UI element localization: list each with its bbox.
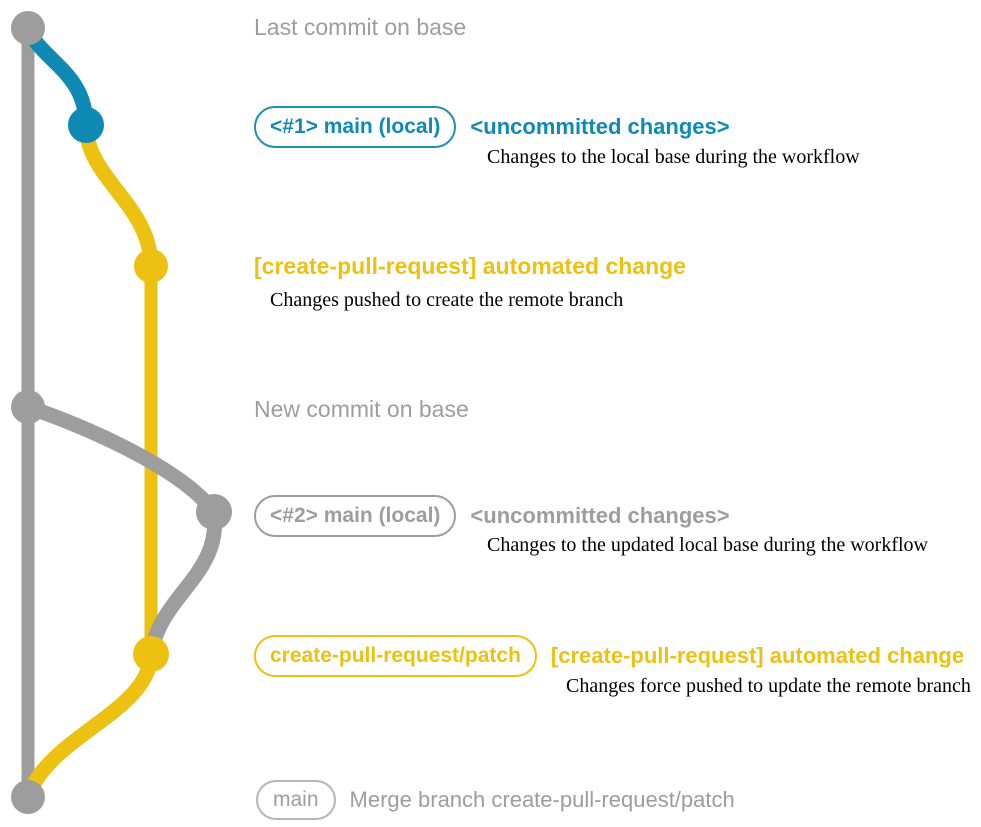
- node-local-uncommitted-1[interactable]: [68, 107, 104, 143]
- badge-create-pull-request-patch[interactable]: create-pull-request/patch: [254, 635, 537, 677]
- node-last-commit-on-base[interactable]: [11, 11, 45, 45]
- note-automated-change-2: Changes force pushed to update the remot…: [566, 675, 971, 697]
- node-merge-commit[interactable]: [11, 780, 45, 814]
- headline-automated-change-1: [create-pull-request] automated change: [254, 253, 686, 279]
- note-automated-change-1: Changes pushed to create the remote bran…: [270, 289, 624, 311]
- node-automated-change-2[interactable]: [133, 636, 169, 672]
- badge-main[interactable]: main: [256, 780, 336, 820]
- headline-new-commit-on-base: New commit on base: [254, 396, 469, 422]
- subject-automated-change-2: [create-pull-request] automated change: [550, 643, 965, 668]
- note-local-change-1: Changes to the local base during the wor…: [487, 146, 860, 168]
- subject-uncommitted-changes-2: <uncommitted changes>: [470, 503, 730, 528]
- update-branch-line: [20, 399, 222, 520]
- subject-uncommitted-changes-1: <uncommitted changes>: [470, 114, 730, 139]
- node-automated-change-1[interactable]: [134, 249, 168, 283]
- note-local-change-2: Changes to the updated local base during…: [487, 534, 928, 556]
- headline-last-commit-on-base: Last commit on base: [254, 14, 467, 40]
- update-to-remote-line: [143, 504, 223, 662]
- node-new-commit-on-base[interactable]: [11, 390, 45, 424]
- node-local-uncommitted-2[interactable]: [196, 494, 232, 530]
- row-local-change-2: <#2> main (local) <uncommitted changes>: [254, 495, 730, 537]
- badge-main-local-1[interactable]: <#1> main (local): [254, 106, 457, 148]
- row-automated-change-2: create-pull-request/patch [create-pull-r…: [254, 635, 964, 677]
- row-merge-commit: main Merge branch create-pull-request/pa…: [256, 780, 735, 820]
- subject-merge-commit: Merge branch create-pull-request/patch: [349, 787, 735, 812]
- row-local-change-1: <#1> main (local) <uncommitted changes>: [254, 106, 730, 148]
- badge-main-local-2[interactable]: <#2> main (local): [254, 495, 457, 537]
- merge-line: [20, 646, 159, 805]
- remote-branch-line-1: [78, 117, 159, 274]
